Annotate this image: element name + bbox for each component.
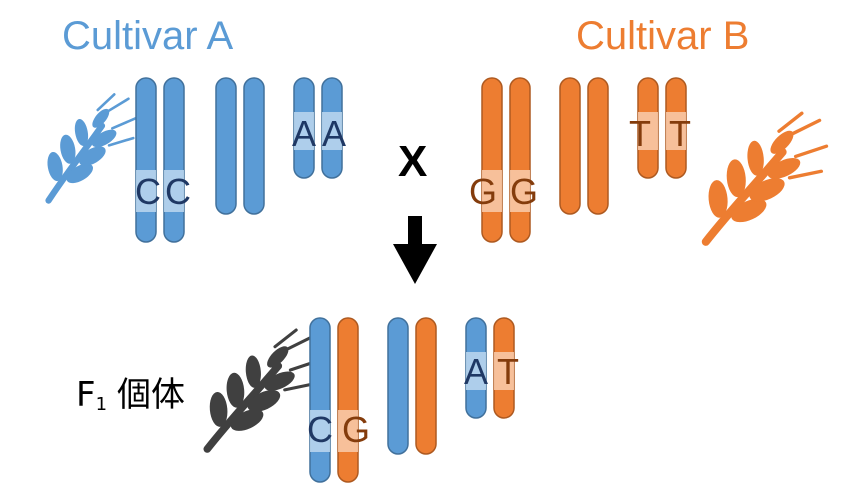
f1-label: F1 個体: [76, 367, 185, 416]
allele-b-g2: G: [510, 171, 538, 212]
allele-f1-c: C: [307, 409, 333, 450]
cultivar-a-title: Cultivar A: [62, 14, 234, 58]
chromosome-f1-3: [387, 317, 409, 455]
allele-a-c2: C: [165, 171, 191, 212]
allele-a-a2: A: [322, 113, 346, 154]
allele-f1-t: T: [497, 351, 519, 392]
cultivar-b-title: Cultivar B: [576, 14, 750, 58]
chromosome-b-2: [509, 77, 531, 243]
chromosome-a-1: [135, 77, 157, 243]
chromosome-f1-2: [337, 317, 359, 483]
chromosome-a-2: [163, 77, 185, 243]
chromosome-a-3: [215, 77, 237, 215]
f1-subscript: 1: [95, 394, 108, 415]
chromosome-b-4: [587, 77, 609, 215]
chromosome-b-3: [559, 77, 581, 215]
f1-prefix: F: [76, 375, 96, 415]
wheat-icon-blue: [28, 77, 148, 222]
cross-symbol: X: [398, 137, 428, 186]
wheat-icon-orange: [680, 87, 843, 274]
allele-b-g1: G: [469, 171, 497, 212]
allele-f1-g: G: [342, 409, 370, 450]
chromosome-f1-4: [415, 317, 437, 455]
f1-suffix: 個体: [117, 375, 186, 415]
allele-f1-a: A: [464, 351, 488, 392]
chromosome-a-4: [243, 77, 265, 215]
allele-b-t1: T: [629, 113, 651, 154]
chromosome-b-1: [481, 77, 503, 243]
allele-b-t2: T: [669, 113, 691, 154]
chromosome-f1-1: [309, 317, 331, 483]
allele-a-c1: C: [135, 171, 161, 212]
down-arrow-icon: [393, 216, 437, 284]
allele-a-a1: A: [292, 113, 316, 154]
